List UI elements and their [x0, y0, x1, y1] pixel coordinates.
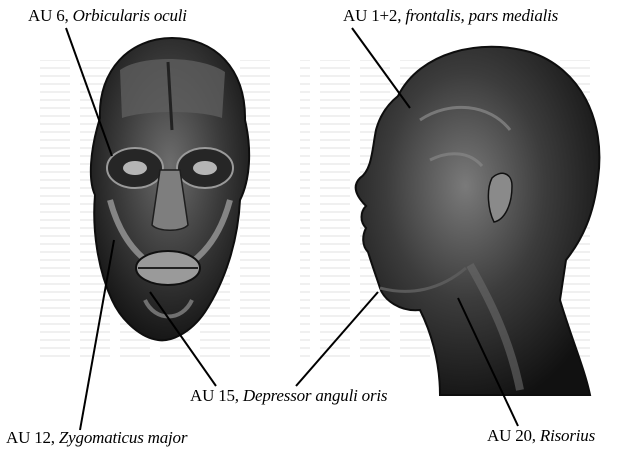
au12-code: AU 12,: [6, 428, 55, 447]
label-au6-orbicularis-oculi: AU 6, Orbicularis oculi: [28, 6, 187, 26]
au20-code: AU 20,: [487, 426, 536, 445]
au12-muscle: Zygomaticus major: [59, 428, 187, 447]
label-au15-depressor-anguli-oris: AU 15, Depressor anguli oris: [190, 386, 387, 406]
au1-2-code: AU 1+2,: [343, 6, 401, 25]
au15-muscle: Depressor anguli oris: [243, 386, 387, 405]
au20-muscle: Risorius: [540, 426, 595, 445]
label-au12-zygomaticus-major: AU 12, Zygomaticus major: [6, 428, 187, 448]
label-au1-2-frontalis: AU 1+2, frontalis, pars medialis: [343, 6, 558, 26]
au6-code: AU 6,: [28, 6, 69, 25]
au1-2-muscle: frontalis, pars medialis: [405, 6, 558, 25]
au6-muscle: Orbicularis oculi: [73, 6, 187, 25]
au15-code: AU 15,: [190, 386, 239, 405]
label-au20-risorius: AU 20, Risorius: [487, 426, 595, 446]
